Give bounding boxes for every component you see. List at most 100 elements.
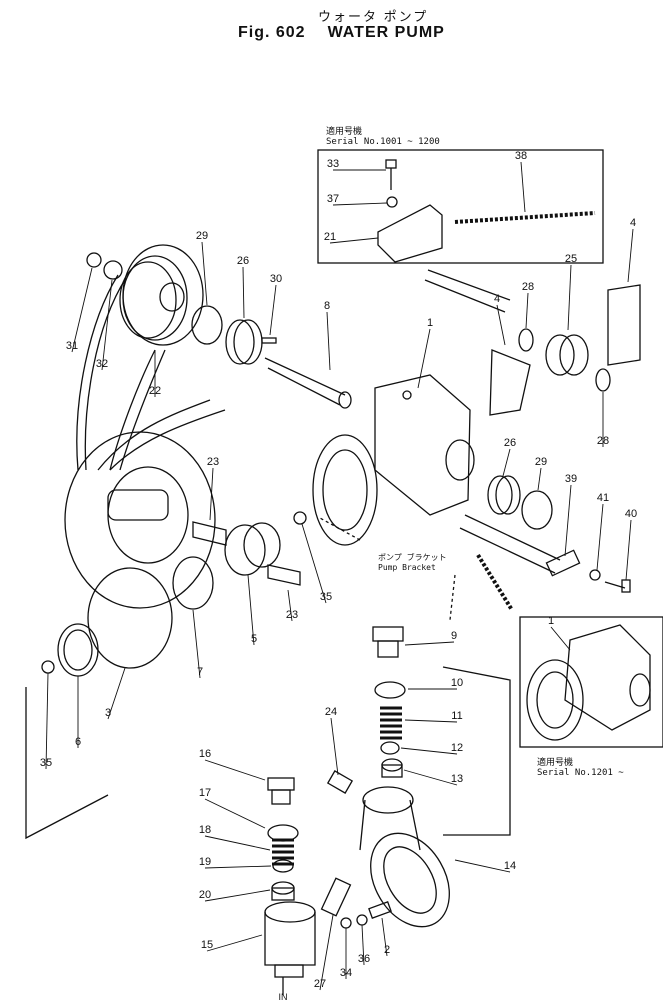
callout-leader-31: [71, 267, 93, 353]
callout-number-38: 38: [515, 150, 527, 162]
callout-leader-29: [537, 467, 542, 491]
serial-note-bottom: 適用号機 Serial No.1201 ~: [537, 758, 624, 778]
callout-leader-26: [502, 448, 511, 477]
callout-number-12: 12: [451, 742, 463, 754]
callout-leader-26: [242, 266, 245, 319]
callout-leader-41: [596, 503, 604, 571]
valve-12: [380, 741, 400, 755]
callout-number-6: 6: [75, 736, 81, 748]
callout-number-14: 14: [504, 860, 516, 872]
inset-box-early-serial: [317, 149, 604, 264]
seat-20: [271, 881, 295, 901]
callout-number-9: 9: [451, 630, 457, 642]
callout-leader-3: [107, 667, 126, 720]
callout-leader-16: [204, 759, 266, 781]
belt-spring: [476, 553, 514, 612]
spring-38: [454, 211, 596, 224]
callout-leader-5: [247, 574, 255, 646]
callout-number-41: 41: [597, 492, 609, 504]
callout-number-19: 19: [199, 856, 211, 868]
callout-number-7: 7: [197, 666, 203, 678]
callout-leader-28: [525, 292, 529, 329]
callout-leader-1: [550, 626, 571, 651]
spring-11: [380, 706, 402, 740]
body-14: [359, 786, 450, 928]
callout-number-13: 13: [451, 773, 463, 785]
v-belts: [76, 274, 226, 471]
tension-bar: [424, 269, 511, 313]
bolt-2: [368, 901, 392, 919]
clip-23-lower: [267, 564, 301, 586]
callout-leader-24: [330, 717, 339, 776]
fitting-27: [320, 877, 352, 917]
callout-number-29: 29: [196, 230, 208, 242]
callout-leader-17: [204, 798, 266, 829]
shaft-8: [264, 357, 352, 409]
nut-34: [340, 917, 352, 929]
plate-39: [545, 549, 581, 577]
snap-ring-29-left: [191, 305, 223, 345]
callout-number-5: 5: [251, 633, 257, 645]
callout-number-11: 11: [451, 710, 462, 722]
snap-ring-28-upper: [518, 328, 534, 352]
callout-number-2: 2: [384, 944, 390, 956]
engine-pulley: [64, 431, 216, 609]
callout-number-27: 27: [314, 978, 326, 990]
arm-4: [489, 349, 531, 416]
figure-number: Fig. 602: [238, 24, 306, 41]
washer-32: [103, 260, 123, 280]
callout-leader-7: [192, 609, 201, 679]
pump-pulley: [119, 244, 204, 346]
callout-number-35: 35: [40, 757, 52, 769]
callout-number-4: 4: [630, 217, 636, 229]
nut-35-middle: [293, 511, 307, 525]
callout-leader-14: [454, 859, 511, 873]
callout-leader-40: [625, 519, 632, 581]
callout-number-22: 22: [149, 385, 161, 397]
pump-bracket-leader: [319, 517, 456, 621]
title-japanese: ウォータ ポンプ: [318, 9, 429, 24]
group-leader-left: [25, 687, 109, 840]
plug-16: [267, 777, 295, 805]
clip-23-upper: [192, 521, 227, 546]
callout-leader-38: [520, 161, 526, 213]
callout-leader-19: [204, 865, 272, 869]
shaft-39: [459, 514, 561, 574]
serial-note-top-text: Serial No.1001 ~ 1200: [326, 137, 440, 147]
callout-leader-8: [326, 311, 331, 371]
bracket-21: [377, 204, 443, 263]
callout-leader-32: [101, 279, 113, 371]
o-ring-10: [374, 681, 406, 699]
snap-ring-28-lower: [595, 368, 611, 392]
callout-leader-39: [564, 484, 572, 557]
callout-leader-37: [332, 202, 388, 206]
callout-number-23: 23: [286, 609, 298, 621]
callout-number-40: 40: [625, 508, 637, 520]
callout-number-1: 1: [548, 615, 554, 627]
nut-35-left: [41, 660, 55, 674]
callout-number-39: 39: [565, 473, 577, 485]
washer-41: [589, 569, 601, 581]
callout-leader-27: [319, 914, 334, 991]
callout-number-26: 26: [504, 437, 516, 449]
valve-19: [272, 859, 294, 873]
snap-ring-29-right: [521, 490, 553, 530]
plug-9: [372, 626, 404, 658]
callout-number-28: 28: [522, 281, 534, 293]
callout-layer: 1234456789101112131415161718192021222323…: [40, 150, 637, 1002]
callout-number-31: 31: [66, 340, 78, 352]
callout-number-8: 8: [324, 300, 330, 312]
callout-number-10: 10: [451, 677, 463, 689]
pump-bracket-jp: ポンプ ブラケット: [378, 553, 447, 562]
serial-note-bottom-text: Serial No.1201 ~: [537, 768, 624, 778]
callout-leader-13: [403, 769, 458, 786]
serial-note-top: 適用号機 Serial No.1001 ~ 1200: [326, 127, 440, 147]
disc-7: [172, 556, 214, 610]
callout-number-28: 28: [597, 435, 609, 447]
nut-31: [86, 252, 102, 268]
callout-number-4: 4: [494, 293, 500, 305]
key-30: [261, 337, 277, 344]
callout-leader-12: [400, 747, 458, 755]
washer-36: [356, 914, 368, 926]
